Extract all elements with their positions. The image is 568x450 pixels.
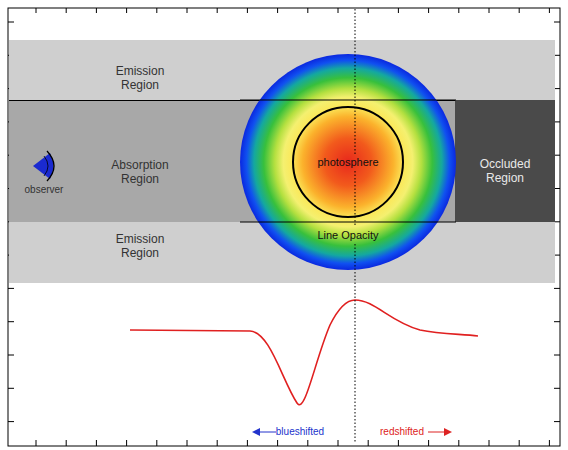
region-label: Absorption Region bbox=[108, 158, 172, 186]
line-opacity-circle: photosphereLine Opacity bbox=[240, 54, 456, 270]
zero-velocity-line bbox=[355, 9, 356, 442]
occluded-band: Occluded Region bbox=[455, 100, 555, 223]
region-label: Line Opacity bbox=[303, 228, 393, 242]
region-label: Emission Region bbox=[108, 64, 172, 92]
region-label: Emission Region bbox=[108, 232, 172, 260]
region-label: photosphere bbox=[303, 155, 393, 169]
observer-eye bbox=[33, 151, 54, 181]
shift-label: blueshifted bbox=[276, 426, 324, 438]
photosphere-circle: photosphere bbox=[292, 106, 404, 218]
shift-label: redshifted bbox=[380, 426, 424, 438]
observer-label: observer bbox=[25, 184, 64, 196]
line-profile bbox=[130, 300, 478, 405]
region-label: Occluded Region bbox=[473, 157, 537, 185]
